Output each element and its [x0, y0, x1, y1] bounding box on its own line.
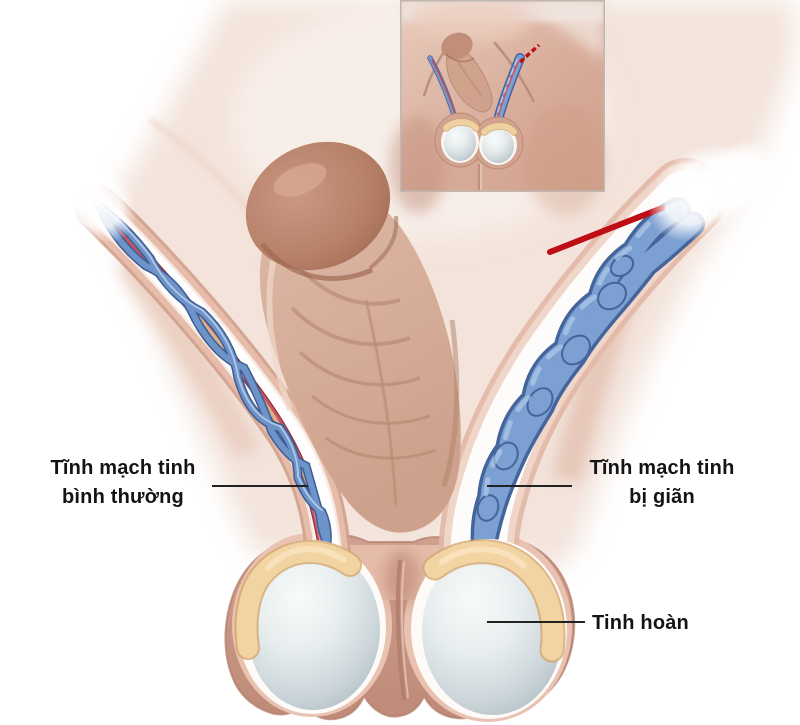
inset-border: [400, 0, 605, 192]
leader-line-dilated-vein: [487, 485, 572, 487]
glans: [245, 141, 399, 281]
label-dilated-vein: Tĩnh mạch tinh bị giãn: [572, 454, 752, 512]
varicocele-veins: [469, 197, 705, 569]
inset-marker-line: [518, 43, 541, 64]
varicocele-spermatic-cord: [438, 158, 726, 598]
penis: [245, 141, 461, 533]
ligation-marker-line: [547, 205, 665, 255]
label-testicle: Tinh hoàn: [592, 609, 689, 638]
normal-veins: [91, 199, 337, 559]
normal-spermatic-cord: [75, 185, 351, 575]
label-testicle-text: Tinh hoàn: [592, 612, 689, 634]
label-dilated-vein-line1: Tĩnh mạch tinh: [589, 457, 735, 479]
inset-scrotum: [434, 112, 524, 190]
leader-line-testicle: [487, 621, 585, 623]
label-normal-vein-line2: bình thường: [62, 486, 184, 508]
inset-left-testicle: [444, 125, 476, 161]
inset-overview: [390, 0, 605, 215]
right-testicle: [421, 549, 563, 715]
label-dilated-vein-line2: bị giãn: [629, 486, 695, 508]
cord-fades: [32, 139, 778, 243]
label-normal-vein: Tĩnh mạch tinh bình thường: [33, 454, 213, 512]
leader-line-normal-vein: [212, 485, 308, 487]
testicles: [234, 539, 567, 719]
inset-right-testicle: [482, 129, 514, 163]
inset-penis: [441, 32, 493, 113]
label-normal-vein-line1: Tĩnh mạch tinh: [50, 457, 196, 479]
left-testicle: [247, 550, 381, 710]
